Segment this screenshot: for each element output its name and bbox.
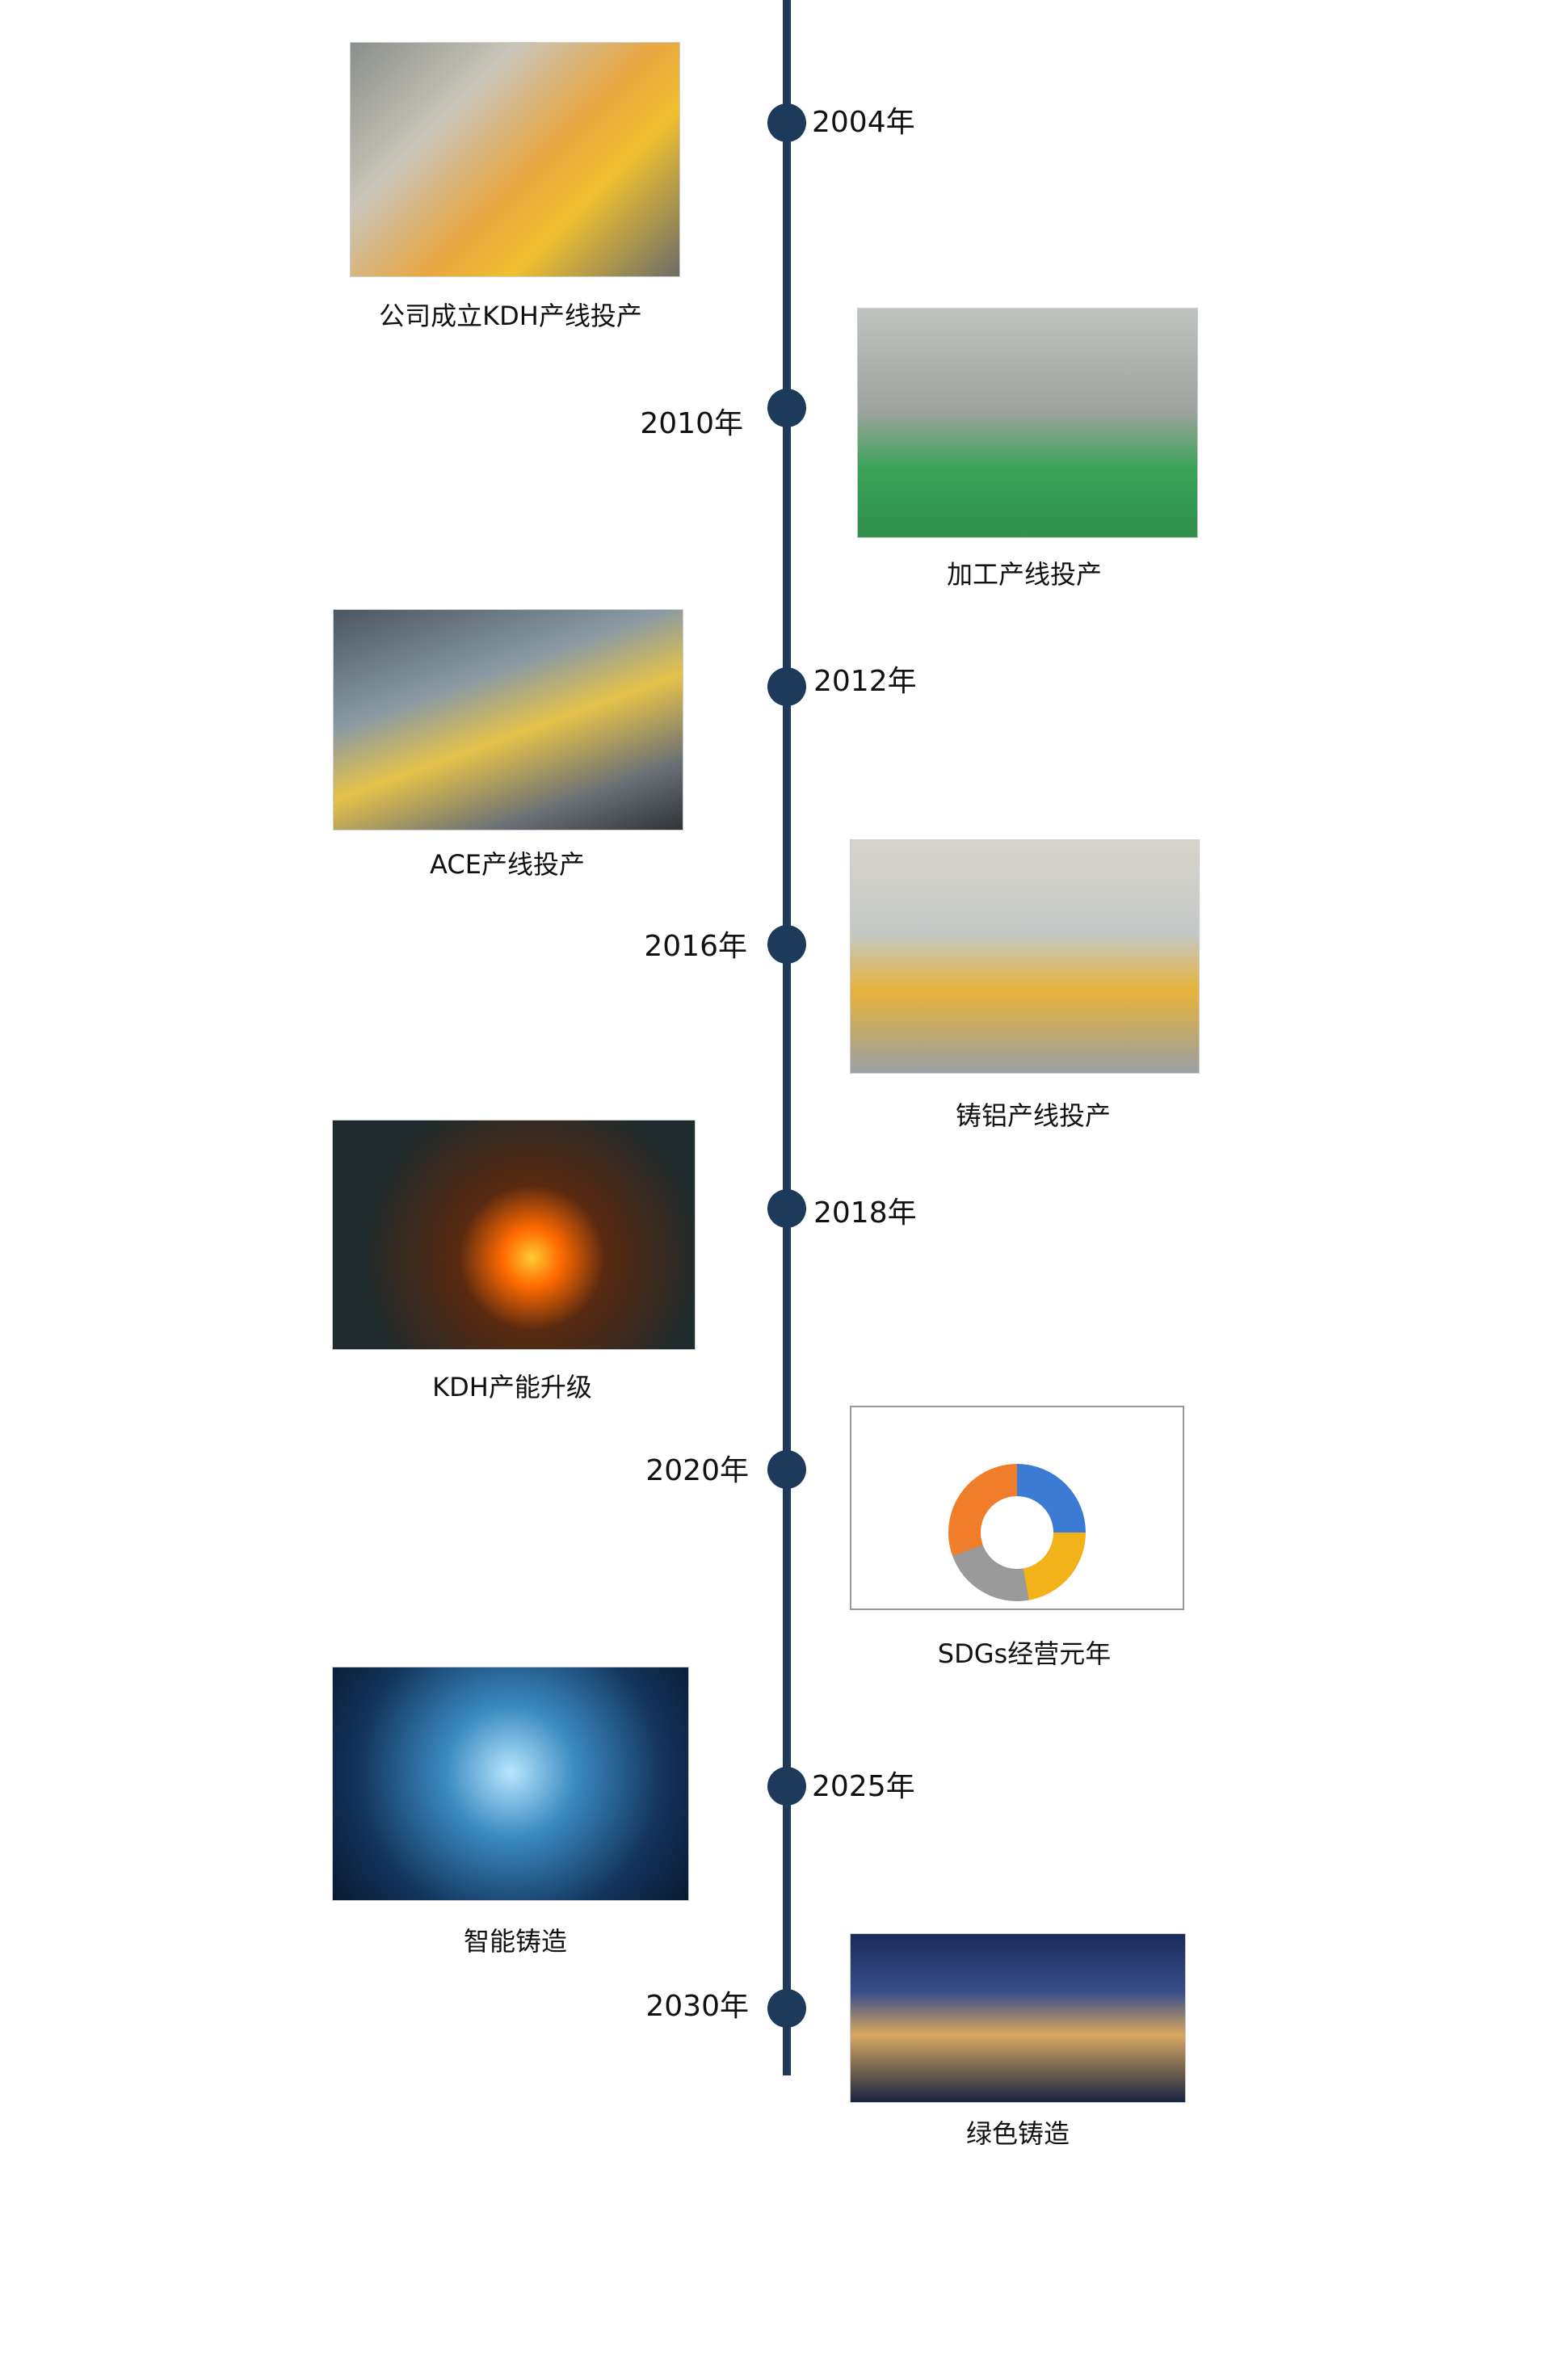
timeline-dot-2018 bbox=[767, 1189, 806, 1228]
event-caption: 铸铝产线投产 bbox=[955, 1100, 1112, 1131]
timeline-dot-2004 bbox=[767, 103, 806, 142]
year-label: 2030年 bbox=[645, 1990, 749, 2023]
timeline-dot-2025 bbox=[767, 1767, 806, 1806]
aluminum-casting-line-photo bbox=[850, 839, 1200, 1074]
timeline-axis bbox=[783, 0, 791, 2075]
timeline-dot-2010 bbox=[767, 389, 806, 427]
machining-line-photo bbox=[857, 308, 1198, 538]
timeline-dot-2020 bbox=[767, 1450, 806, 1489]
year-label: 2004年 bbox=[812, 106, 915, 139]
event-caption: ACE产线投产 bbox=[430, 849, 585, 880]
timeline-dot-2030 bbox=[767, 1989, 806, 2028]
year-label: 2025年 bbox=[812, 1770, 915, 1803]
molten-metal-photo bbox=[332, 1120, 696, 1350]
event-caption: 加工产线投产 bbox=[946, 559, 1103, 590]
sdgs-diagram-image bbox=[850, 1406, 1184, 1610]
kdh-line-photo bbox=[350, 42, 680, 277]
city-night-photo bbox=[850, 1933, 1186, 2103]
event-caption: 绿色铸造 bbox=[965, 2118, 1070, 2149]
year-label: 2018年 bbox=[813, 1196, 917, 1230]
event-caption: 公司成立KDH产线投产 bbox=[379, 301, 642, 331]
year-label: 2010年 bbox=[640, 407, 743, 440]
event-caption: 智能铸造 bbox=[463, 1926, 568, 1957]
ace-line-photo bbox=[333, 609, 683, 830]
event-caption: KDH产能升级 bbox=[432, 1372, 592, 1402]
robot-handshake-photo bbox=[332, 1667, 689, 1901]
event-caption: SDGs经营元年 bbox=[937, 1638, 1112, 1669]
timeline-dot-2012 bbox=[767, 667, 806, 706]
year-label: 2012年 bbox=[813, 665, 917, 698]
timeline-dot-2016 bbox=[767, 925, 806, 964]
year-label: 2020年 bbox=[645, 1454, 749, 1487]
year-label: 2016年 bbox=[644, 930, 747, 963]
